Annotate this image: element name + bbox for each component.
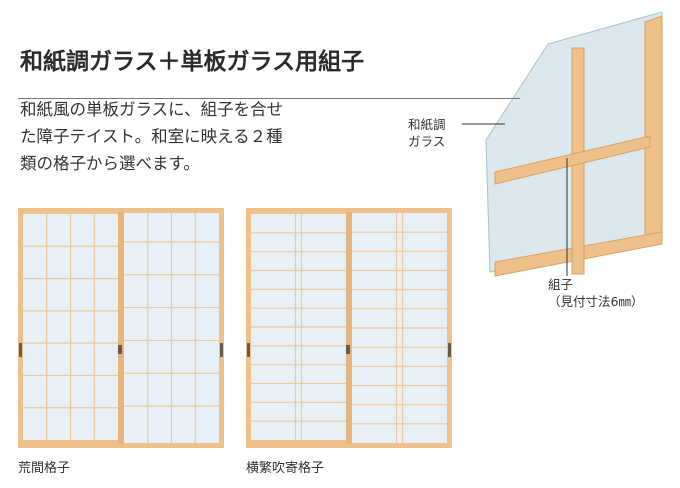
window-handle-right: [220, 343, 223, 357]
sash-meeting-stile: [118, 212, 124, 444]
window-handle-right: [448, 343, 451, 357]
window-handle-left: [19, 343, 22, 357]
description: 和紙風の単板ガラスに、組子を合せ た障子テイスト。和室に映える２種 類の格子から…: [20, 100, 284, 173]
crescent-lock: [118, 345, 122, 354]
caption-yokoshige: 横繁吹寄格子: [246, 461, 325, 476]
title-divider: [18, 98, 520, 99]
kumiko-horizontal: [494, 135, 651, 185]
window-handle-left: [247, 343, 250, 357]
page-title: 和紙調ガラス＋単板ガラス用組子: [20, 49, 365, 75]
kumiko-label: 組子 （見付寸法6㎜）: [548, 277, 644, 309]
caption-arama: 荒間格子: [18, 461, 71, 476]
sash-meeting-stile: [346, 212, 352, 444]
glass-label: 和紙調 ガラス: [408, 117, 446, 149]
crescent-lock: [346, 345, 350, 354]
frame-right: [644, 15, 663, 247]
